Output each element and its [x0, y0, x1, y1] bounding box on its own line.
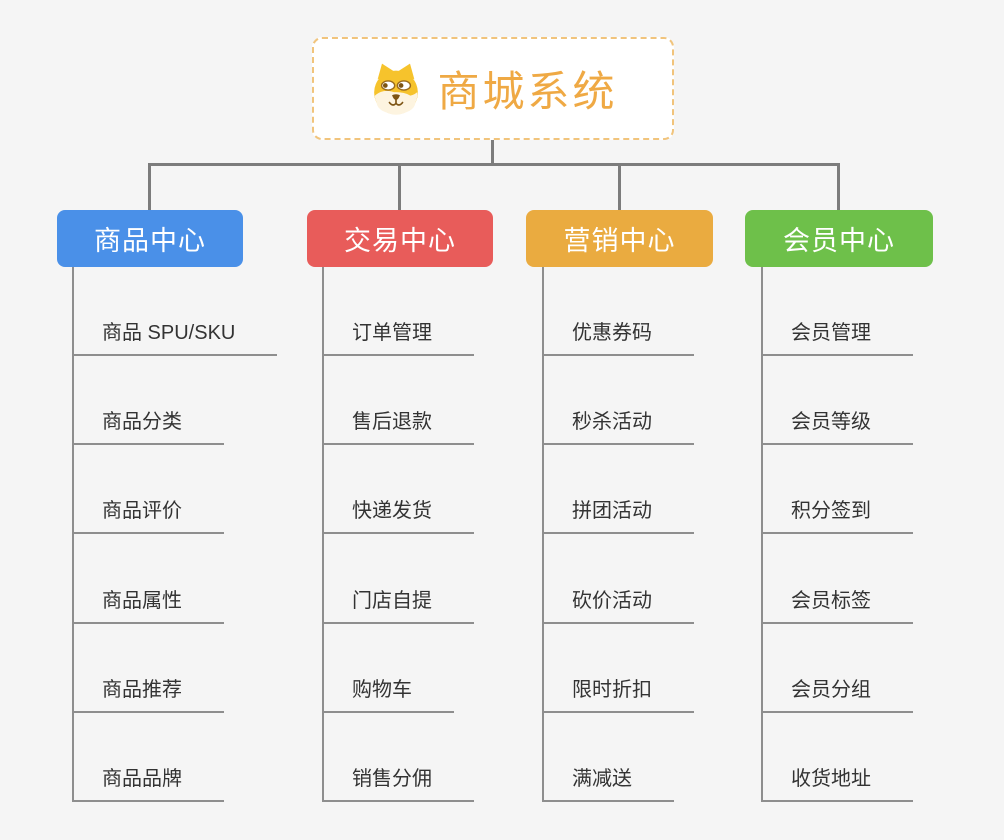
- mindmap-item[interactable]: 售后退款: [322, 401, 474, 445]
- mindmap-item[interactable]: 满减送: [542, 758, 674, 802]
- branch-trunk-line: [322, 267, 324, 802]
- mindmap-item[interactable]: 购物车: [322, 669, 454, 713]
- connector-root-stem: [491, 138, 494, 164]
- branch-label: 交易中心: [344, 226, 456, 256]
- branch-trunk-line: [542, 267, 544, 802]
- mindmap-item[interactable]: 会员分组: [761, 669, 913, 713]
- mindmap-item[interactable]: 限时折扣: [542, 669, 694, 713]
- branch-label: 商品中心: [94, 226, 206, 256]
- connector-drop: [618, 163, 621, 211]
- mindmap-item[interactable]: 快递发货: [322, 490, 474, 534]
- branch-node-product-center[interactable]: 商品中心: [57, 210, 243, 267]
- root-node[interactable]: 商城系统: [312, 37, 674, 140]
- mindmap-item[interactable]: 商品 SPU/SKU: [72, 312, 278, 356]
- mindmap-item[interactable]: 商品品牌: [72, 758, 224, 802]
- mindmap-item[interactable]: 会员等级: [761, 401, 913, 445]
- mindmap-item[interactable]: 商品属性: [72, 580, 224, 624]
- branch-node-marketing-center[interactable]: 营销中心: [526, 210, 713, 267]
- mindmap-item[interactable]: 商品评价: [72, 490, 224, 534]
- dog-icon: [374, 63, 419, 115]
- connector-drop: [837, 163, 840, 211]
- branch-node-trade-center[interactable]: 交易中心: [307, 210, 493, 267]
- mindmap-item[interactable]: 会员标签: [761, 580, 913, 624]
- mindmap-item[interactable]: 优惠券码: [542, 312, 694, 356]
- mindmap-item[interactable]: 积分签到: [761, 490, 913, 534]
- connector-drop: [398, 163, 401, 211]
- mindmap-item[interactable]: 商品推荐: [72, 669, 224, 713]
- mindmap-item[interactable]: 门店自提: [322, 580, 474, 624]
- branch-label: 营销中心: [563, 226, 676, 256]
- connector-drop: [148, 163, 151, 211]
- root-title: 商城系统: [437, 68, 618, 115]
- mindmap-item[interactable]: 拼团活动: [542, 490, 694, 534]
- mindmap-item[interactable]: 收货地址: [761, 758, 913, 802]
- connector-horizontal-bar: [148, 163, 840, 166]
- branch-label: 会员中心: [783, 226, 895, 256]
- mindmap-item[interactable]: 秒杀活动: [542, 401, 694, 445]
- mindmap-item[interactable]: 会员管理: [761, 312, 913, 356]
- mindmap-item[interactable]: 订单管理: [322, 312, 474, 356]
- mindmap-item[interactable]: 砍价活动: [542, 580, 694, 624]
- branch-trunk-line: [72, 267, 74, 802]
- branch-node-member-center[interactable]: 会员中心: [745, 210, 933, 267]
- branch-trunk-line: [761, 267, 763, 802]
- mindmap-item[interactable]: 销售分佣: [322, 758, 474, 802]
- mindmap-item[interactable]: 商品分类: [72, 401, 224, 445]
